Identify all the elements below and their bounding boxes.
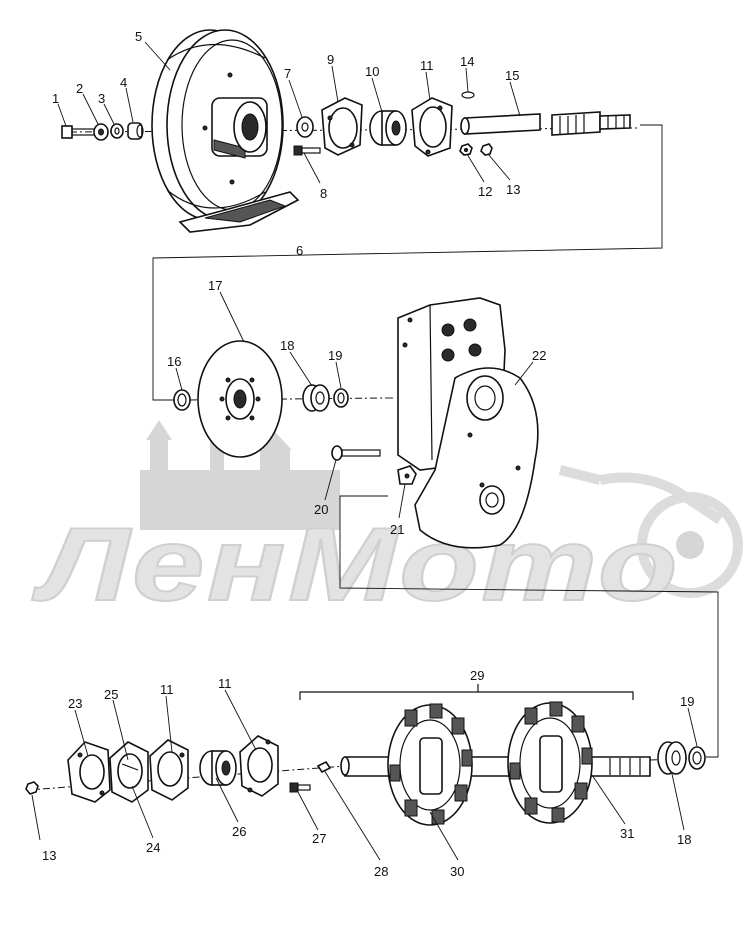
callout-13-top: 13 bbox=[506, 182, 520, 197]
callout-11-bottom-1: 11 bbox=[160, 682, 174, 697]
callout-19-top: 19 bbox=[328, 348, 342, 363]
part-9-flange bbox=[321, 97, 363, 156]
part-13-nut-top bbox=[480, 143, 493, 156]
callout-18-top: 18 bbox=[280, 338, 294, 353]
part-2-washer bbox=[93, 123, 109, 141]
part-24-25-plate bbox=[109, 741, 149, 803]
part-10-bearing bbox=[369, 110, 407, 146]
watermark-skyline bbox=[140, 395, 340, 530]
callout-11-top: 11 bbox=[420, 58, 434, 73]
callout-4: 4 bbox=[120, 75, 127, 90]
part-21-fitting bbox=[397, 465, 417, 485]
callout-27: 27 bbox=[312, 831, 326, 846]
callout-20: 20 bbox=[314, 502, 328, 517]
callout-14: 14 bbox=[460, 54, 474, 69]
part-19-oring-top bbox=[333, 388, 349, 408]
part-7-washer bbox=[296, 116, 314, 138]
part-20-bolt bbox=[331, 445, 381, 461]
part-19-oring-bottom bbox=[688, 746, 706, 770]
callout-19-bottom: 19 bbox=[680, 694, 694, 709]
part-18-bearing-top bbox=[302, 384, 330, 412]
callout-28: 28 bbox=[374, 864, 388, 879]
callout-5: 5 bbox=[135, 29, 142, 44]
part-17-brake-disc bbox=[197, 340, 283, 458]
part-27-bolt bbox=[289, 782, 311, 793]
callout-16: 16 bbox=[167, 354, 181, 369]
callout-10: 10 bbox=[365, 64, 379, 79]
part-11-flange-bottom-1 bbox=[149, 739, 189, 801]
part-11-flange-bottom-2 bbox=[239, 735, 279, 797]
callout-23: 23 bbox=[68, 696, 82, 711]
watermark: ЛенМото bbox=[30, 395, 743, 624]
callout-18-bottom: 18 bbox=[677, 832, 691, 847]
callout-9: 9 bbox=[327, 52, 334, 67]
part-14-ring bbox=[461, 91, 475, 99]
callout-22: 22 bbox=[532, 348, 546, 363]
part-16-oring bbox=[173, 389, 191, 411]
callout-31: 31 bbox=[620, 826, 634, 841]
callout-15: 15 bbox=[505, 68, 519, 83]
callout-6: 6 bbox=[296, 243, 303, 258]
callout-24: 24 bbox=[146, 840, 160, 855]
part-22-chaincase bbox=[397, 297, 539, 549]
part-12-nut bbox=[459, 143, 473, 156]
callout-17: 17 bbox=[208, 278, 222, 293]
callout-29: 29 bbox=[470, 668, 484, 683]
callout-30: 30 bbox=[450, 864, 464, 879]
callout-1: 1 bbox=[52, 91, 59, 106]
part-26-bearing bbox=[199, 750, 237, 786]
watermark-motorcycle bbox=[558, 465, 743, 598]
part-31-sprocket bbox=[507, 701, 593, 824]
callout-25: 25 bbox=[104, 687, 118, 702]
part-3-washer bbox=[110, 123, 124, 139]
callout-8: 8 bbox=[320, 186, 327, 201]
callout-labels: 1 2 3 4 5 7 9 10 11 14 15 8 12 13 6 17 1… bbox=[42, 29, 694, 879]
part-6-drive-belt bbox=[178, 191, 300, 233]
callout-11-bottom-2: 11 bbox=[218, 676, 232, 691]
part-15-driveshaft bbox=[460, 111, 631, 136]
part-30-sprocket bbox=[387, 703, 473, 826]
watermark-text: ЛенМото bbox=[31, 507, 680, 623]
callout-26: 26 bbox=[232, 824, 246, 839]
callout-13-bottom: 13 bbox=[42, 848, 56, 863]
part-8-bolt bbox=[293, 145, 321, 156]
callout-3: 3 bbox=[98, 91, 105, 106]
leader-lines bbox=[31, 41, 698, 861]
callout-21: 21 bbox=[390, 522, 404, 537]
part-29-driveshaft-assembly bbox=[299, 684, 651, 826]
part-4-spacer bbox=[127, 122, 144, 140]
axis-lines bbox=[27, 124, 719, 791]
part-18-bearing-bottom bbox=[657, 741, 687, 775]
callout-7: 7 bbox=[284, 66, 291, 81]
part-28-key bbox=[316, 760, 332, 774]
part-13-nut-bottom bbox=[25, 781, 39, 795]
part-11-flange-top bbox=[411, 97, 453, 157]
part-23-flange bbox=[67, 741, 111, 803]
callout-12: 12 bbox=[478, 184, 492, 199]
part-5-drive-pulley bbox=[151, 29, 284, 221]
callout-2: 2 bbox=[76, 81, 83, 96]
